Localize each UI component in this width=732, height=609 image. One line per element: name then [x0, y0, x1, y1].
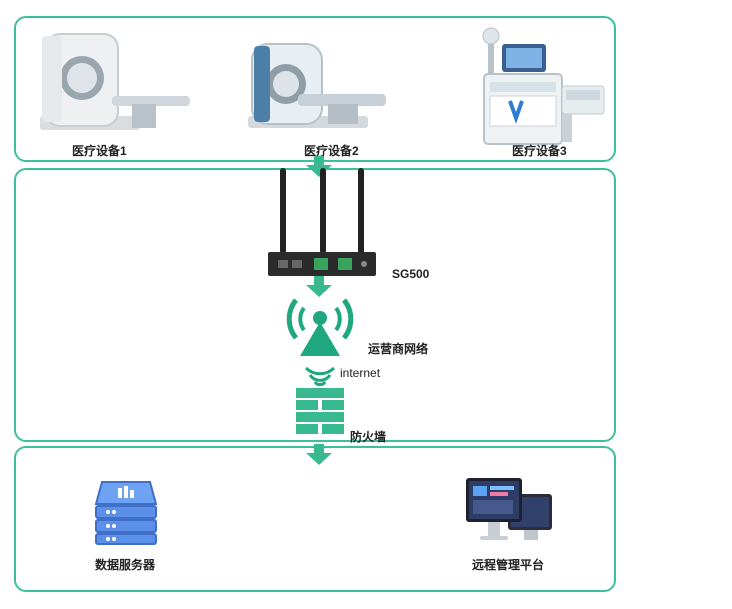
device-2-label: 医疗设备2 [304, 144, 359, 158]
firewall-icon [296, 388, 344, 434]
carrier-label: 运营商网络 [368, 342, 429, 356]
down-arrow-icon [306, 156, 332, 177]
ct-scanner-icon [40, 33, 190, 130]
signal-tower-icon [286, 298, 354, 387]
data-server-label: 数据服务器 [95, 558, 156, 572]
device-1-label: 医疗设备1 [72, 144, 127, 158]
down-arrow-icon [306, 444, 332, 465]
firewall-label: 防火墙 [350, 430, 387, 444]
remote-platform-icon [466, 478, 552, 540]
device-3-label: 医疗设备3 [512, 144, 567, 158]
medical-console-icon [482, 27, 605, 145]
router-icon [268, 168, 376, 276]
ct-scanner-icon [248, 43, 386, 128]
remote-platform-label: 远程管理平台 [472, 558, 545, 572]
internet-label: internet [340, 366, 381, 380]
data-server-icon [94, 481, 158, 545]
router-label: SG500 [392, 267, 430, 281]
down-arrow-icon [306, 276, 332, 297]
